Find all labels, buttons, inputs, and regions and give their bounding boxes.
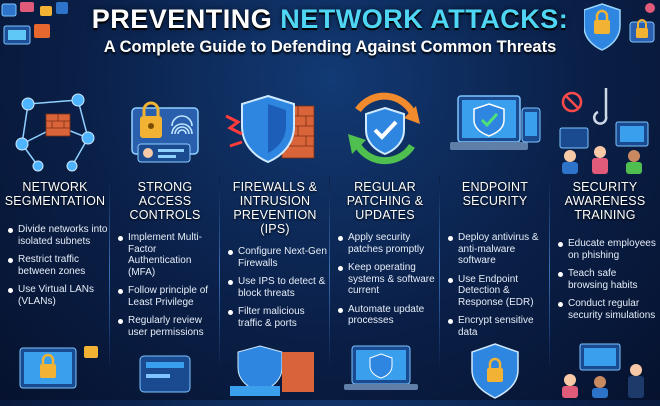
header: PREVENTING NETWORK ATTACKS: A Complete G… [0,0,660,72]
top-left-devices-icon [1,2,68,45]
bullet-item: Filter malicious traffic & ports [228,306,328,329]
bullet-item: Use Virtual LANs (VLANs) [8,284,108,307]
key-card-icon [139,355,191,393]
padlock-fingerprint-icon [131,101,199,163]
bullet-list: Implement Multi-Factor Authentication (M… [118,232,218,345]
bullet-item: Keep operating systems & software curren… [338,262,438,297]
bullet-item: Educate employees on phishing [558,238,658,261]
column-firewalls-ips: FIREWALLS & INTRUSION PREVENTION (IPS) C… [219,86,330,400]
column-title: REGULAR PATCHING & UPDATES [346,180,424,222]
column-title: SECURITY AWARENESS TRAINING [564,180,646,222]
bullet-item: Regularly review user permissions [118,315,218,338]
bullet-item: Use Endpoint Detection & Response (EDR) [448,274,548,309]
bullet-item: Implement Multi-Factor Authentication (M… [118,232,218,278]
training-classroom-icon [562,343,644,398]
column-title: ENDPOINT SECURITY [461,180,529,208]
bullet-list: Configure Next-Gen Firewalls Use IPS to … [228,246,328,336]
bullet-item: Use IPS to detect & block threats [228,276,328,299]
bullet-item: Restrict traffic between zones [8,254,108,277]
bullet-item: Conduct regular security simulations [558,298,658,321]
shield-lock-icon [471,343,519,399]
column-title: FIREWALLS & INTRUSION PREVENTION (IPS) [232,180,318,236]
laptop-shield-icon [450,95,541,150]
title-part-1: PREVENTING [91,4,273,34]
column-title: NETWORK SEGMENTATION [4,180,106,208]
bullet-item: Follow principle of Least Privilege [118,285,218,308]
bullet-list: Divide networks into isolated subnets Re… [8,224,108,314]
column-patching-updates: REGULAR PATCHING & UPDATES Apply securit… [329,86,440,400]
page-title: PREVENTING NETWORK ATTACKS: [0,4,660,34]
column-awareness-training: SECURITY AWARENESS TRAINING Educate empl… [549,86,660,400]
page-subtitle: A Complete Guide to Defending Against Co… [103,38,557,56]
bullet-item: Automate update processes [338,304,438,327]
network-nodes-icon [15,93,95,172]
bullet-item: Apply security patches promptly [338,232,438,255]
bullet-item: Teach safe browsing habits [558,268,658,291]
column-access-controls: STRONG ACCESS CONTROLS Implement Multi-F… [109,86,220,400]
shield-refresh-icon [348,92,420,165]
title-part-2: NETWORK ATTACKS: [280,4,569,34]
bullet-item: Configure Next-Gen Firewalls [228,246,328,269]
monitor-lock-icon [19,346,98,389]
bullet-item: Deploy antivirus & anti-malware software [448,232,548,267]
bullet-item: Divide networks into isolated subnets [8,224,108,247]
firewall-wall-icon [230,345,314,396]
column-title: STRONG ACCESS CONTROLS [129,180,201,222]
column-network-segmentation: NETWORK SEGMENTATION Divide networks int… [0,86,110,400]
laptop-shield-icon [344,345,418,390]
bullet-list: Apply security patches promptly Keep ope… [338,232,438,334]
top-right-shield-lock-icon [584,3,655,51]
shield-firewall-icon [225,94,315,164]
bullet-list: Educate employees on phishing Teach safe… [558,238,658,328]
column-endpoint-security: ENDPOINT SECURITY Deploy antivirus & ant… [439,86,550,400]
bullet-list: Deploy antivirus & anti-malware software… [448,232,548,345]
phishing-hook-icon [559,88,649,174]
bullet-item: Encrypt sensitive data [448,315,548,338]
